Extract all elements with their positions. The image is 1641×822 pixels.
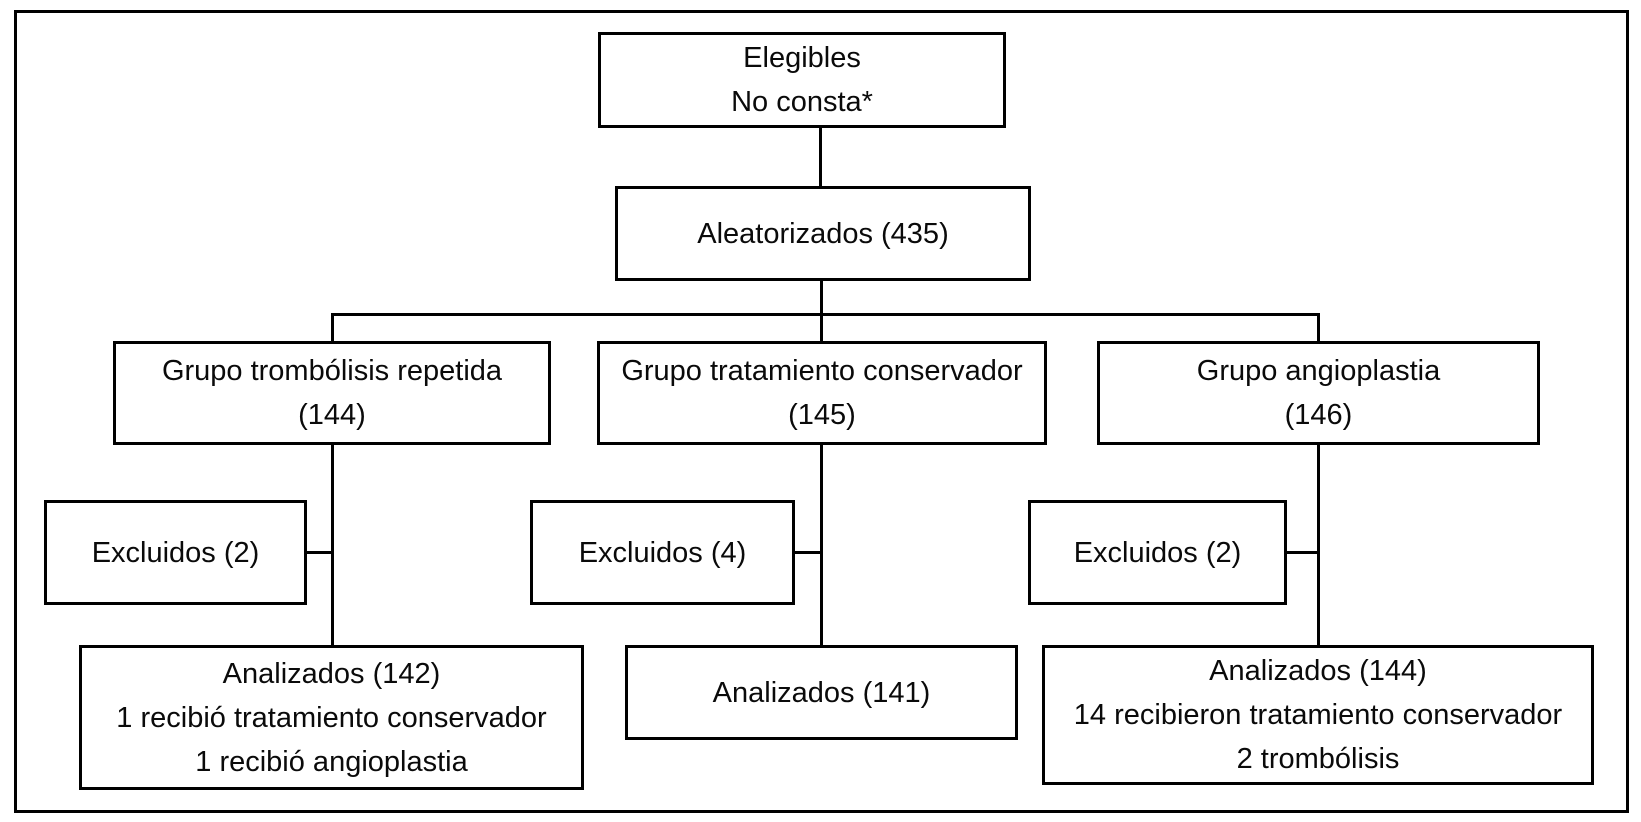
- node-grupo-trombolisis: Grupo trombólisis repetida (144): [113, 341, 551, 445]
- node-analizados-conservador: Analizados (141): [625, 645, 1018, 740]
- node-text-line: Aleatorizados (435): [697, 217, 949, 250]
- connector-grupo-analizados-angioplastia: [1317, 443, 1320, 648]
- connector-branch-to-grupo-angioplastia: [1317, 313, 1320, 344]
- node-text-line: Analizados (141): [712, 676, 931, 709]
- connector-elegibles-aleatorizados: [819, 126, 822, 188]
- node-analizados-angioplastia: Analizados (144) 14 recibieron tratamien…: [1042, 645, 1594, 785]
- connector-aleatorizados-branch: [820, 279, 823, 316]
- node-text-line: Analizados (144): [1209, 655, 1427, 687]
- node-text-line: Excluidos (2): [91, 536, 260, 569]
- node-text-line: (146): [1284, 399, 1353, 431]
- node-grupo-angioplastia: Grupo angioplastia (146): [1097, 341, 1540, 445]
- connector-excluidos-trombolisis: [305, 551, 333, 554]
- node-elegibles: Elegibles No consta*: [598, 32, 1006, 128]
- node-aleatorizados: Aleatorizados (435): [615, 186, 1031, 281]
- node-text-line: No consta*: [731, 86, 873, 118]
- connector-branch-to-grupo-trombolisis: [331, 313, 334, 344]
- node-text-line: Grupo angioplastia: [1196, 355, 1441, 387]
- node-excluidos-trombolisis: Excluidos (2): [44, 500, 307, 605]
- node-excluidos-angioplastia: Excluidos (2): [1028, 500, 1287, 605]
- node-text-line: (145): [788, 399, 856, 431]
- node-text-line: Grupo trombólisis repetida: [161, 355, 503, 387]
- node-text-line: 1 recibió tratamiento conservador: [116, 701, 547, 734]
- node-text-line: Analizados (142): [222, 657, 441, 690]
- node-excluidos-conservador: Excluidos (4): [530, 500, 795, 605]
- node-text-line: 14 recibieron tratamiento conservador: [1073, 699, 1563, 731]
- node-text-line: 2 trombólisis: [1236, 743, 1400, 775]
- connector-grupo-analizados-trombolisis: [331, 443, 334, 648]
- connector-branch-horizontal: [331, 313, 1320, 316]
- node-grupo-conservador: Grupo tratamiento conservador (145): [597, 341, 1047, 445]
- connector-branch-to-grupo-conservador: [820, 313, 823, 344]
- connector-excluidos-angioplastia: [1285, 551, 1319, 554]
- node-analizados-trombolisis: Analizados (142) 1 recibió tratamiento c…: [79, 645, 584, 790]
- connector-excluidos-conservador: [793, 551, 822, 554]
- node-text-line: Elegibles: [743, 42, 861, 74]
- connector-grupo-analizados-conservador: [820, 443, 823, 648]
- node-text-line: (144): [298, 399, 366, 431]
- node-text-line: Grupo tratamiento conservador: [621, 355, 1023, 387]
- figure-border: [14, 10, 1629, 813]
- node-text-line: Excluidos (2): [1073, 536, 1242, 569]
- node-text-line: Excluidos (4): [578, 536, 747, 569]
- node-text-line: 1 recibió angioplastia: [195, 745, 468, 778]
